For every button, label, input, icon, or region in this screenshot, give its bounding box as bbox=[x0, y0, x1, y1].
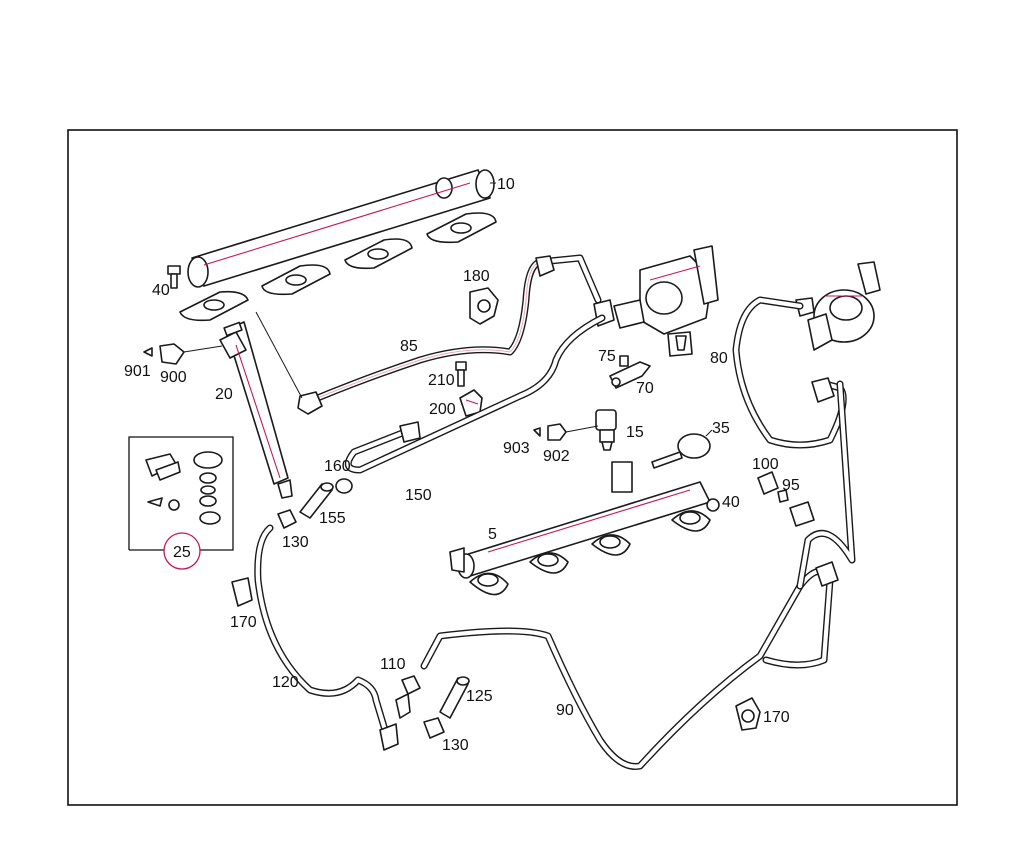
diagram-frame bbox=[67, 129, 958, 806]
bolt-210 bbox=[455, 361, 467, 387]
injector-20 bbox=[219, 321, 293, 499]
label-120: 120 bbox=[272, 674, 299, 691]
label-210: 210 bbox=[428, 372, 455, 389]
label-25: 25 bbox=[173, 544, 191, 561]
fitting-95 bbox=[777, 489, 789, 503]
label-150: 150 bbox=[405, 487, 432, 504]
callout-25 bbox=[163, 532, 201, 570]
label-170-left: 170 bbox=[230, 614, 257, 631]
label-90: 90 bbox=[556, 702, 574, 719]
bolt-75 bbox=[619, 355, 629, 367]
label-903: 903 bbox=[503, 440, 530, 457]
label-155: 155 bbox=[319, 510, 346, 527]
hose-125 bbox=[439, 676, 470, 719]
fuel-line-150 bbox=[344, 314, 606, 474]
clip-180 bbox=[469, 287, 499, 325]
fuel-line-90 bbox=[420, 380, 856, 770]
label-200: 200 bbox=[429, 401, 456, 418]
fuel-rail-lower bbox=[449, 461, 711, 596]
label-15: 15 bbox=[626, 424, 644, 441]
hose-155 bbox=[299, 482, 334, 519]
bolt-40-upper bbox=[167, 265, 181, 289]
label-130-lower: 130 bbox=[442, 737, 469, 754]
inset-seal-kit bbox=[128, 436, 234, 551]
clip-170-left bbox=[231, 577, 253, 607]
label-180: 180 bbox=[463, 268, 490, 285]
label-20: 20 bbox=[215, 386, 233, 403]
clamp-130-upper bbox=[277, 509, 297, 529]
fuel-line-120 bbox=[254, 524, 399, 751]
label-100: 100 bbox=[752, 456, 779, 473]
clamp-200 bbox=[459, 389, 483, 417]
label-10: 10 bbox=[497, 176, 515, 193]
label-70: 70 bbox=[636, 380, 654, 397]
clamp-110 bbox=[395, 675, 421, 719]
connector-902 bbox=[533, 423, 599, 441]
label-160: 160 bbox=[324, 458, 351, 475]
connector-900 bbox=[143, 343, 223, 365]
fuel-rail-upper bbox=[179, 169, 497, 322]
label-5: 5 bbox=[488, 526, 497, 543]
label-130-upper: 130 bbox=[282, 534, 309, 551]
label-901: 901 bbox=[124, 363, 151, 380]
high-pressure-pump bbox=[593, 245, 719, 357]
clamp-130-lower bbox=[423, 717, 445, 739]
seal-160 bbox=[335, 478, 353, 494]
label-40-lower: 40 bbox=[722, 494, 740, 511]
label-40-upper: 40 bbox=[152, 282, 170, 299]
low-pressure-pump-80 bbox=[795, 261, 881, 351]
clip-170-right bbox=[735, 697, 761, 731]
bolt-40-lower bbox=[706, 498, 720, 512]
pressure-sensor-15 bbox=[595, 409, 617, 451]
label-75: 75 bbox=[598, 348, 616, 365]
label-95: 95 bbox=[782, 477, 800, 494]
label-110: 110 bbox=[380, 656, 406, 673]
cable-tie-35 bbox=[651, 429, 713, 469]
label-170-right: 170 bbox=[763, 709, 790, 726]
bracket-70 bbox=[609, 361, 651, 389]
label-900: 900 bbox=[160, 369, 187, 386]
label-35: 35 bbox=[712, 420, 730, 437]
fuel-line-85 bbox=[297, 254, 602, 415]
label-125: 125 bbox=[466, 688, 493, 705]
label-902: 902 bbox=[543, 448, 570, 465]
fitting-100 bbox=[757, 471, 779, 495]
label-85: 85 bbox=[400, 338, 418, 355]
leader-85-a bbox=[255, 311, 303, 399]
label-80: 80 bbox=[710, 350, 728, 367]
